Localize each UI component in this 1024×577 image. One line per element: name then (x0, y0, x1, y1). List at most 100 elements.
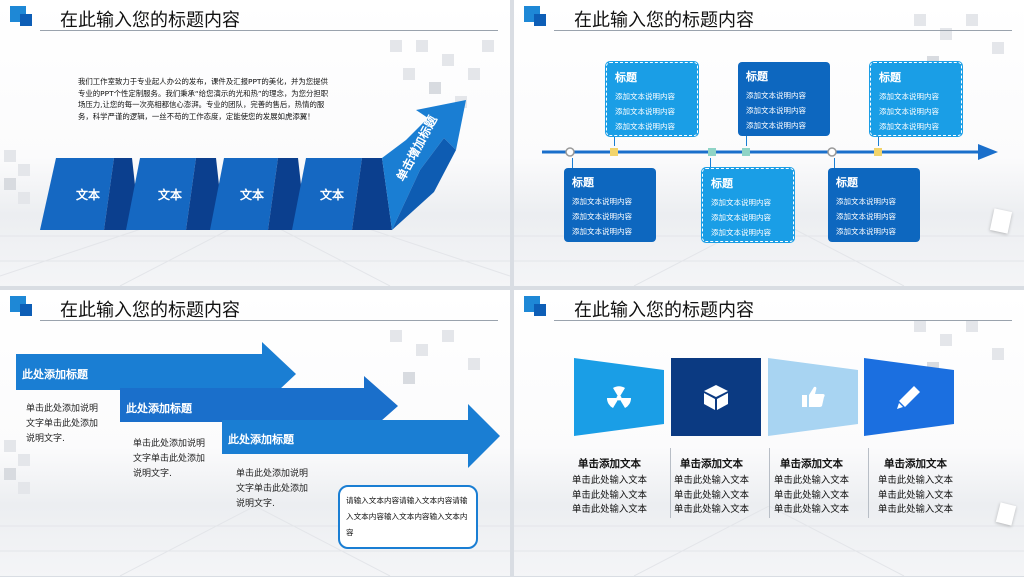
slide-3[interactable]: 在此输入您的标题内容 此处添加标题 此处添加标题 此处添加标题 单击此处添加说明… (0, 290, 510, 576)
zigzag-arrow-graphic (40, 100, 466, 230)
box-line: 添加文本说明内容 (836, 197, 896, 206)
page-title[interactable]: 在此输入您的标题内容 (60, 10, 240, 31)
step-arrow-3 (222, 404, 500, 468)
step-panel-4 (292, 158, 362, 230)
pencil-icon (897, 386, 920, 409)
timeline-box-bottom-2[interactable]: 标题 添加文本说明内容 添加文本说明内容 添加文本说明内容 (702, 168, 794, 242)
header-logo-square-small (534, 304, 546, 316)
step-label-2[interactable]: 文本 (158, 188, 183, 202)
box-line: 添加文本说明内容 (879, 92, 939, 101)
cube-icon (704, 385, 728, 410)
page-title[interactable]: 在此输入您的标题内容 (574, 300, 754, 321)
box-title: 标题 (746, 70, 768, 83)
column-desc-2[interactable]: 单击此处输入文本 单击此处输入文本 单击此处输入文本 (674, 474, 749, 518)
column-divider (670, 448, 671, 518)
column-divider (868, 448, 869, 518)
slide-4[interactable]: 在此输入您的标题内容 (514, 290, 1024, 576)
rising-arrow-shade (392, 138, 456, 230)
arrow-label-2[interactable]: 此处添加标题 (126, 402, 192, 415)
arrow-desc-1[interactable]: 单击此处添加说明文字单击此处添加说明文字. (26, 404, 99, 444)
header-logo-square-small (20, 14, 32, 26)
desc-line: 单击此处输入文本 (878, 489, 954, 501)
desc-line: 单击此处输入文本 (674, 475, 750, 486)
feature-tile-1[interactable] (574, 358, 664, 436)
timeline-box-bottom-3[interactable]: 标题 添加文本说明内容 添加文本说明内容 添加文本说明内容 (828, 168, 920, 242)
box-title: 标题 (711, 177, 733, 190)
timeline-arrow (542, 144, 998, 160)
box-line: 添加文本说明内容 (572, 212, 632, 221)
desc-line: 单击此处输入文本 (878, 504, 954, 515)
box-line: 添加文本说明内容 (615, 107, 675, 116)
step-panel-3 (210, 158, 278, 230)
slide-2[interactable]: 在此输入您的标题内容 标题 添加文本说明内容 添加文本说明内容 添加文本说明内容… (514, 0, 1024, 286)
arrow-desc-2[interactable]: 单击此处添加说明文字单击此处添加说明文字. (133, 439, 206, 479)
box-line: 添加文本说明内容 (615, 92, 675, 101)
box-line: 添加文本说明内容 (711, 198, 771, 207)
desc-line: 单击此处输入文本 (572, 475, 648, 486)
box-line: 添加文本说明内容 (836, 212, 896, 221)
rising-arrow (382, 100, 466, 230)
connector-line (878, 136, 879, 146)
box-title: 标题 (879, 71, 901, 84)
box-line: 添加文本说明内容 (746, 106, 806, 115)
column-desc-3[interactable]: 单击此处输入文本 单击此处输入文本 单击此处输入文本 (774, 474, 849, 518)
feature-tile-4[interactable] (864, 358, 954, 436)
column-title-2[interactable]: 单击添加文本 (680, 458, 743, 470)
step-panel-1 (40, 158, 114, 230)
step-label-4[interactable]: 文本 (320, 188, 345, 202)
box-line: 添加文本说明内容 (615, 122, 675, 131)
desc-line: 单击此处输入文本 (774, 504, 850, 515)
intro-paragraph[interactable]: 我们工作室致力于专业起人办公的发布，课件及汇报PPT的美化，并为您提供专业的PP… (78, 77, 329, 121)
column-title-3[interactable]: 单击添加文本 (780, 458, 843, 470)
connector-line (614, 136, 615, 146)
arrow-label-1[interactable]: 此处添加标题 (22, 368, 88, 381)
page-title[interactable]: 在此输入您的标题内容 (60, 300, 240, 321)
box-title: 标题 (572, 176, 594, 189)
title-divider (40, 320, 498, 321)
column-desc-4[interactable]: 单击此处输入文本 单击此处输入文本 单击此处输入文本 (878, 474, 953, 518)
arrow-label-3[interactable]: 此处添加标题 (228, 433, 294, 446)
column-title-1[interactable]: 单击添加文本 (578, 458, 641, 470)
feature-tile-3[interactable] (768, 358, 858, 436)
timeline-box-bottom-1[interactable]: 标题 添加文本说明内容 添加文本说明内容 添加文本说明内容 (564, 168, 656, 242)
feature-tile-2[interactable] (671, 358, 761, 436)
floor-decoration (514, 506, 1024, 576)
thumbs-up-icon (802, 386, 825, 407)
step-arrows-graphic (16, 342, 500, 468)
timeline-box-top-1[interactable]: 标题 添加文本说明内容 添加文本说明内容 添加文本说明内容 (606, 62, 698, 136)
connector-line (746, 136, 747, 146)
box-title: 标题 (836, 176, 858, 189)
desc-line: 单击此处输入文本 (674, 504, 750, 515)
timeline-box-top-2[interactable]: 标题 添加文本说明内容 添加文本说明内容 添加文本说明内容 (738, 62, 830, 136)
title-divider (554, 30, 1012, 31)
slide-1[interactable]: 在此输入您的标题内容 我们工作室致力于专业起人办公的发布，课件及汇报PPT的美化… (0, 0, 510, 286)
desc-line: 单击此处输入文本 (774, 475, 850, 486)
desc-line: 单击此处输入文本 (774, 489, 850, 501)
column-divider (769, 448, 770, 518)
timeline-box-top-3[interactable]: 标题 添加文本说明内容 添加文本说明内容 添加文本说明内容 (870, 62, 962, 136)
column-title-4[interactable]: 单击添加文本 (884, 458, 947, 470)
header-logo-square-small (20, 304, 32, 316)
desc-line: 单击此处输入文本 (572, 489, 648, 501)
box-line: 添加文本说明内容 (836, 227, 896, 236)
note-box[interactable]: 请输入文本内容请输入文本内容请输入文本内容输入文本内容输入文本内容 (338, 485, 478, 549)
box-line: 添加文本说明内容 (572, 227, 632, 236)
desc-line: 单击此处输入文本 (674, 489, 750, 501)
box-title: 标题 (615, 71, 637, 84)
radiation-icon (606, 386, 632, 408)
box-line: 添加文本说明内容 (572, 197, 632, 206)
column-desc-1[interactable]: 单击此处输入文本 单击此处输入文本 单击此处输入文本 (572, 474, 647, 518)
page-title[interactable]: 在此输入您的标题内容 (574, 10, 754, 31)
desc-line: 单击此处输入文本 (878, 475, 954, 486)
title-divider (40, 30, 498, 31)
title-divider (554, 320, 1012, 321)
box-line: 添加文本说明内容 (711, 228, 771, 237)
arrow-desc-3[interactable]: 单击此处添加说明文字单击此处添加说明文字. (236, 469, 309, 509)
step-label-3[interactable]: 文本 (240, 188, 265, 202)
box-line: 添加文本说明内容 (879, 122, 939, 131)
box-line: 添加文本说明内容 (711, 213, 771, 222)
desc-line: 单击此处输入文本 (572, 504, 648, 515)
box-line: 添加文本说明内容 (879, 107, 939, 116)
step-label-1[interactable]: 文本 (76, 188, 101, 202)
box-line: 添加文本说明内容 (746, 121, 806, 130)
